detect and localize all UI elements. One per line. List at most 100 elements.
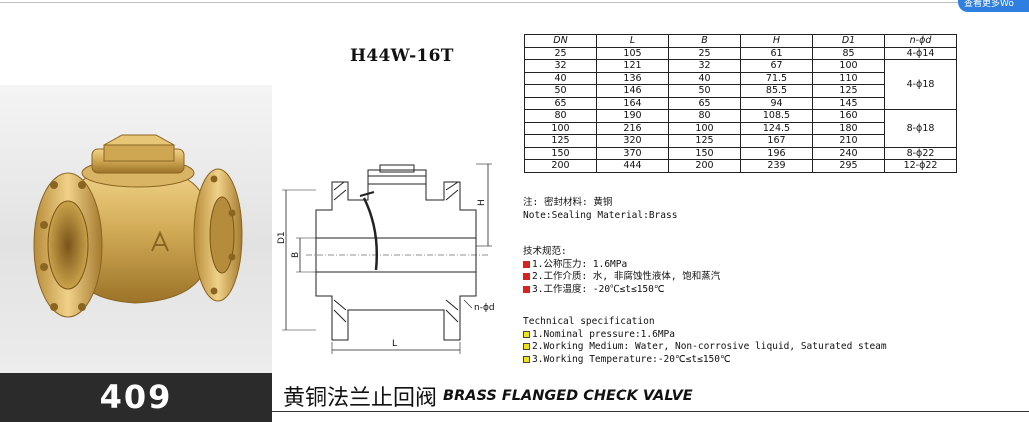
table-cell: 150 (668, 146, 741, 160)
dimension-table: DN L B H D1 n-ϕd 25 105 25 61 85 4-ϕ14 3… (524, 34, 957, 173)
table-cell: 190 (596, 109, 669, 123)
table-cell: 146 (596, 84, 669, 98)
corner-badge[interactable]: 查看更多Wo (958, 0, 1029, 12)
table-cell: 239 (740, 159, 813, 173)
tech-spec-en: Technical specification 1.Nominal pressu… (523, 316, 887, 366)
dim-label-l: L (392, 339, 397, 349)
yellow-square-icon (523, 355, 530, 363)
red-square-icon (523, 285, 530, 293)
table-row: 40 136 40 71.5 110 (524, 71, 957, 85)
table-cell: 136 (596, 71, 669, 85)
table-cell: 50 (524, 84, 597, 98)
table-header: H (740, 34, 813, 48)
table-cell: 61 (740, 46, 813, 60)
table-cell: 32 (668, 59, 741, 73)
table-cell: 40 (668, 71, 741, 85)
table-cell: 196 (740, 146, 813, 160)
sealing-note-cn: 注: 密封材料: 黄铜 (523, 197, 613, 208)
product-title-cn: 黄铜法兰止回阀 (283, 386, 438, 411)
table-cell: 121 (596, 59, 669, 73)
dim-label-h: H (477, 199, 487, 206)
table-row: 200 444 200 239 295 12-ϕ22 (524, 159, 957, 173)
dim-label-nd: n-ϕd (474, 303, 495, 313)
model-title: H44W-16T (350, 46, 454, 66)
top-divider (0, 2, 1029, 3)
table-cell: 200 (524, 159, 597, 173)
table-cell: 65 (524, 96, 597, 110)
table-header: L (596, 34, 669, 48)
table-cell: 216 (596, 121, 669, 135)
table-cell: 160 (812, 109, 885, 123)
table-cell: 32 (524, 59, 597, 73)
tech-spec-cn-title: 技术规范: (523, 246, 567, 257)
table-cell: 85.5 (740, 84, 813, 98)
table-cell: 108.5 (740, 109, 813, 123)
table-cell: 124.5 (740, 121, 813, 135)
table-cell: 125 (524, 134, 597, 148)
table-row: 80 190 80 108.5 160 8-ϕ18 (524, 109, 957, 148)
table-row: 65 164 65 94 145 (524, 96, 957, 110)
table-header: n-ϕd (884, 34, 957, 48)
table-cell-bolts: 8-ϕ18 (884, 109, 957, 148)
table-header: D1 (812, 34, 885, 48)
table-cell-bolts: 8-ϕ22 (884, 146, 957, 160)
table-cell-bolts: 4-ϕ18 (884, 59, 957, 110)
table-row: 50 146 50 85.5 125 (524, 84, 957, 98)
sealing-note-en: Note:Sealing Material:Brass (523, 209, 678, 221)
dim-label-b: B (291, 252, 301, 258)
table-cell: 100 (812, 59, 885, 73)
footer-divider (272, 411, 1029, 412)
table-cell: 370 (596, 146, 669, 160)
tech-spec-cn-item: 1.公称压力: 1.6MPa (532, 258, 628, 270)
table-cell-bolts: 4-ϕ14 (884, 46, 957, 60)
table-cell: 80 (668, 109, 741, 123)
table-row: 25 105 25 61 85 4-ϕ14 (524, 46, 957, 60)
dim-label-d1: D1 (277, 231, 287, 244)
brass-check-valve-image (33, 134, 243, 318)
table-cell: 80 (524, 109, 597, 123)
table-cell: 145 (812, 96, 885, 110)
table-cell: 100 (668, 121, 741, 135)
tech-spec-cn-item: 3.工作温度: -20℃≤t≤150℃ (532, 283, 665, 295)
table-header-row: DN L B H D1 n-ϕd (524, 34, 957, 48)
tech-spec-en-item: 1.Nominal pressure:1.6MPa (532, 328, 675, 340)
table-cell: 180 (812, 121, 885, 135)
yellow-square-icon (523, 330, 530, 338)
red-square-icon (523, 260, 530, 268)
table-cell: 320 (596, 134, 669, 148)
table-row: 32 121 32 67 100 4-ϕ18 (524, 59, 957, 110)
table-cell: 150 (524, 146, 597, 160)
tech-spec-en-item: 2.Working Medium: Water, Non-corrosive l… (532, 341, 887, 352)
table-row: 100 216 100 124.5 180 (524, 121, 957, 135)
table-cell: 50 (668, 84, 741, 98)
red-square-icon (523, 273, 530, 280)
table-cell: 167 (740, 134, 813, 148)
table-cell: 25 (668, 46, 741, 60)
cross-section-drawing: H D1 B n-ϕd L (277, 163, 495, 354)
table-cell: 125 (812, 84, 885, 98)
table-row: 125 320 125 167 210 (524, 134, 957, 148)
table-row: 150 370 150 196 240 8-ϕ22 (524, 146, 957, 160)
table-cell: 200 (668, 159, 741, 173)
table-cell: 65 (668, 96, 741, 110)
table-cell: 85 (812, 46, 885, 60)
table-cell: 110 (812, 71, 885, 85)
product-title: 黄铜法兰止回阀 BRASS FLANGED CHECK VALVE (283, 380, 693, 412)
table-header: DN (524, 34, 597, 48)
tech-spec-en-item: 3.Working Temperature:-20℃≤t≤150℃ (532, 353, 731, 365)
sealing-note: 注: 密封材料: 黄铜 Note:Sealing Material:Brass (523, 197, 677, 222)
table-cell: 444 (596, 159, 669, 173)
table-cell: 71.5 (740, 71, 813, 85)
table-cell: 94 (740, 96, 813, 110)
product-title-en: BRASS FLANGED CHECK VALVE (443, 388, 693, 404)
table-cell: 40 (524, 71, 597, 85)
tech-spec-cn: 技术规范: 1.公称压力: 1.6MPa 2.工作介质: 水, 非腐蚀性液体, … (523, 246, 720, 296)
tech-spec-en-title: Technical specification (523, 316, 655, 327)
table-cell: 67 (740, 59, 813, 73)
table-cell: 210 (812, 134, 885, 148)
table-cell-bolts: 12-ϕ22 (884, 159, 957, 173)
table-header: B (668, 34, 741, 48)
table-cell: 105 (596, 46, 669, 60)
table-cell: 100 (524, 121, 597, 135)
table-cell: 125 (668, 134, 741, 148)
